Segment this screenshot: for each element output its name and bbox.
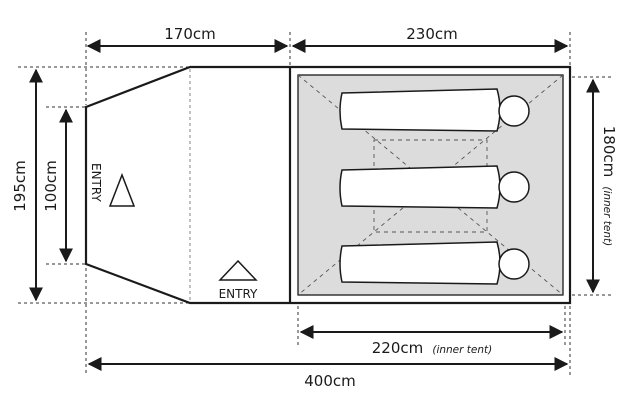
dim-top-right-label: 230cm <box>406 25 458 43</box>
front-entry: ENTRY <box>218 259 258 301</box>
dim-right-label: 180cm (inner tent) <box>600 126 619 246</box>
side-entry: ENTRY <box>89 163 136 207</box>
dimension-arrows <box>29 39 600 371</box>
triangle-icon <box>108 172 136 207</box>
sleeper-3 <box>339 241 530 285</box>
dim-left-outer-label: 195cm <box>11 160 29 212</box>
dim-bottom-inner-label: 220cm (inner tent) <box>372 338 492 357</box>
dimension-labels: 170cm 230cm 195cm 100cm 180cm (inner ten… <box>11 25 619 390</box>
dim-bottom-total-label: 400cm <box>304 372 356 390</box>
dim-left-inner-label: 100cm <box>42 160 60 212</box>
head-icon <box>498 248 530 280</box>
side-entry-label: ENTRY <box>89 163 103 202</box>
extension-lines <box>18 32 612 375</box>
head-icon <box>498 171 530 203</box>
sleeper-2 <box>339 165 530 209</box>
sleeping-bag-icon <box>339 88 501 132</box>
sleeper-1 <box>339 88 530 132</box>
sleeping-bag-icon <box>339 165 501 209</box>
triangle-icon <box>218 259 258 281</box>
sleeping-bag-icon <box>339 241 501 285</box>
head-icon <box>498 95 530 127</box>
dim-top-left-label: 170cm <box>164 25 216 43</box>
front-entry-label: ENTRY <box>219 287 258 301</box>
